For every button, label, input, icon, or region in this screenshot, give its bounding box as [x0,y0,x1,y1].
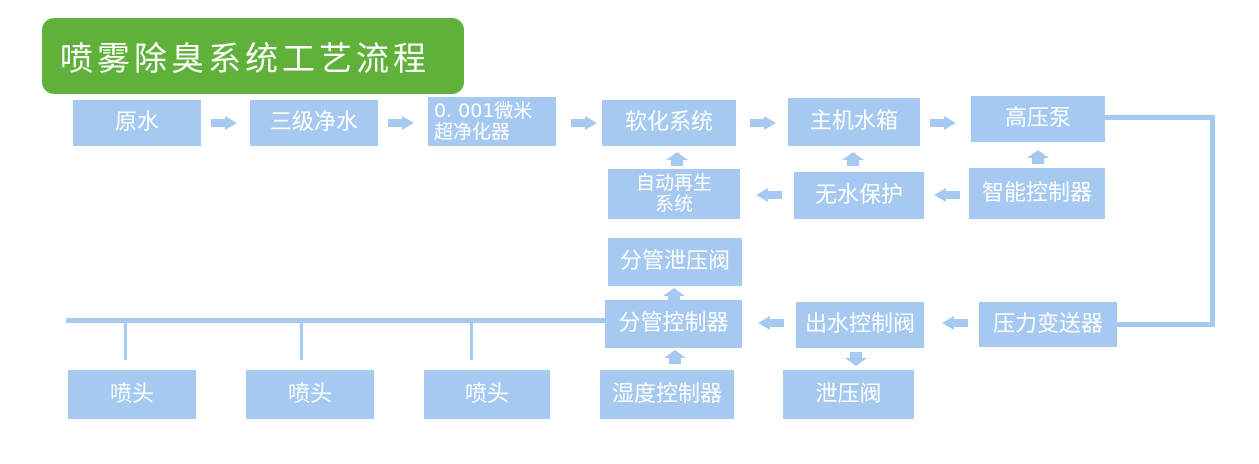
arrow-up-icon [842,152,864,166]
node-softening-system: 软化系统 [602,100,736,146]
arrow-right-icon [571,116,597,130]
node-no-water-label: 无水保护 [814,182,903,208]
node-outlet-control-valve: 出水控制阀 [796,302,924,348]
arrow-up-icon [666,152,688,166]
pump-connector-top [1105,115,1215,120]
arrow-left-icon [758,316,784,330]
node-ultra-purifier: 0. 001微米 超净化器 [428,97,556,146]
main-pipe-line [66,318,611,323]
node-auto-regeneration: 自动再生 系统 [608,169,740,219]
node-smart-controller: 智能控制器 [969,168,1105,219]
pump-connector-bottom [1117,322,1215,327]
node-high-pressure-pump: 高压泵 [971,96,1105,142]
arrow-down-icon [845,352,867,366]
node-smart-controller-label: 智能控制器 [981,180,1092,206]
node-humidity-controller: 湿度控制器 [600,370,734,419]
node-branch-relief-valve: 分管泄压阀 [608,238,742,286]
arrow-left-icon [934,188,960,202]
node-no-water-protection: 无水保护 [794,172,924,219]
node-main-tank: 主机水箱 [788,98,920,146]
node-softening-label: 软化系统 [624,110,713,135]
node-three-stage-purifier: 三级净水 [250,100,378,146]
node-ultra-purifier-line1: 0. 001微米 [434,100,533,122]
node-nozzle-3-label: 喷头 [464,381,509,407]
node-relief-valve: 泄压阀 [783,370,914,419]
nozzle-pipe-2 [300,320,303,360]
diagram-title: 喷雾除臭系统工艺流程 [42,18,464,94]
node-nozzle-2-label: 喷头 [287,381,332,407]
arrow-up-icon [664,350,686,364]
arrow-up-icon [663,288,685,302]
node-humidity-controller-label: 湿度控制器 [611,381,722,407]
arrow-up-icon [1027,150,1049,164]
node-ultra-purifier-line2: 超净化器 [434,121,511,143]
node-auto-regen-line1: 自动再生 [635,172,712,194]
node-nozzle-1-label: 喷头 [109,381,154,407]
nozzle-pipe-3 [470,320,473,360]
node-three-stage-label: 三级净水 [269,110,358,135]
node-nozzle-1: 喷头 [68,370,196,419]
arrow-left-icon [942,316,968,330]
arrow-right-icon [211,116,237,130]
node-branch-controller: 分管控制器 [605,300,742,348]
arrow-left-icon [756,188,782,202]
node-outlet-valve-label: 出水控制阀 [804,312,915,337]
pump-connector-vertical [1210,115,1215,327]
arrow-right-icon [750,116,776,130]
arrow-right-icon [388,116,414,130]
node-auto-regen-line2: 系统 [654,193,693,215]
node-raw-water-label: 原水 [114,110,159,135]
node-main-tank-label: 主机水箱 [809,109,898,134]
node-nozzle-2: 喷头 [246,370,374,419]
nozzle-pipe-1 [124,320,127,360]
arrow-right-icon [930,116,956,130]
node-pressure-transmitter-label: 压力变送器 [992,311,1103,337]
node-branch-relief-label: 分管泄压阀 [619,249,730,274]
node-relief-valve-label: 泄压阀 [815,381,882,407]
node-hp-pump-label: 高压泵 [1004,106,1071,131]
node-branch-controller-label: 分管控制器 [618,311,729,336]
node-raw-water: 原水 [73,100,201,146]
node-nozzle-3: 喷头 [424,370,550,419]
node-pressure-transmitter: 压力变送器 [979,302,1117,347]
